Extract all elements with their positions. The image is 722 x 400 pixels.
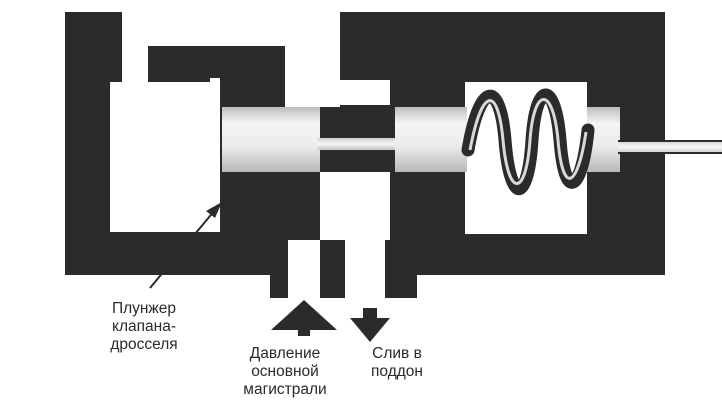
- port-pressure: [270, 240, 336, 298]
- spool: [222, 107, 722, 172]
- pressure-label: Давление основной магистрали: [243, 345, 327, 398]
- port-drain: [336, 240, 417, 298]
- arrow-up-icon: [271, 300, 337, 336]
- plunger-leader-line: [149, 202, 222, 289]
- plunger-label: Плунжер клапана- дросселя: [110, 300, 178, 353]
- drain-label: Слив в поддон: [371, 345, 423, 380]
- spring: [461, 88, 595, 195]
- arrow-down-icon: [350, 308, 390, 342]
